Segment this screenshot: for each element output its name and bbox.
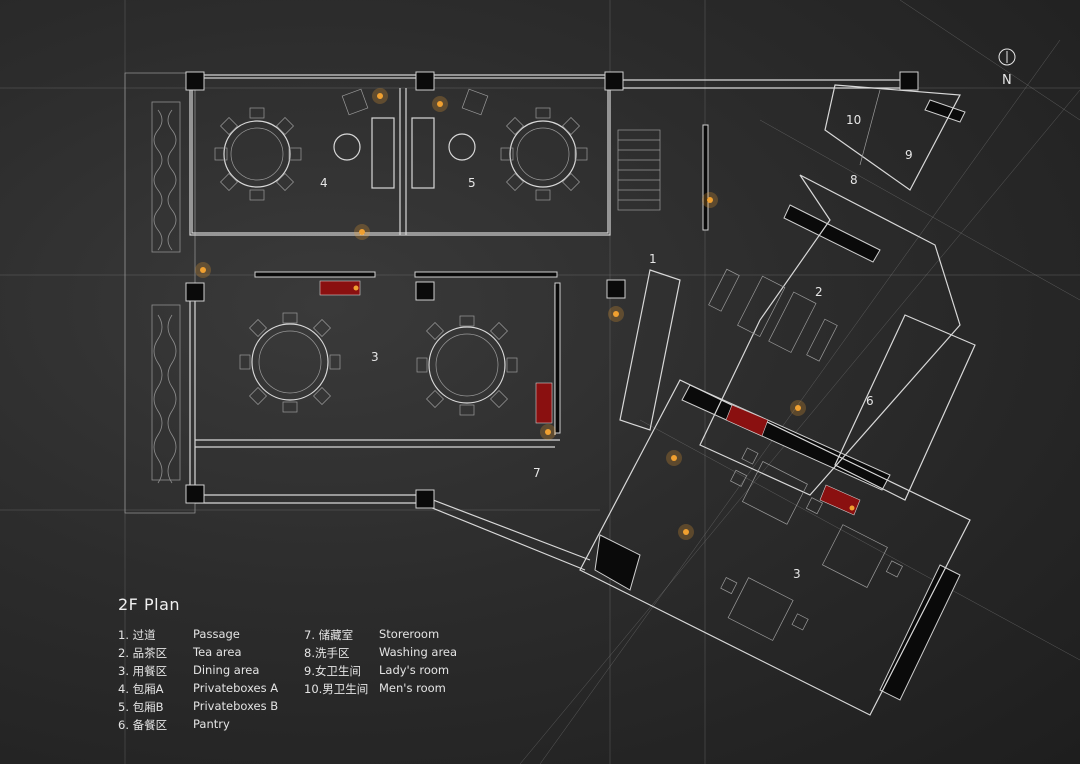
legend-item-cn: 4. 包厢A: [118, 682, 164, 696]
legend-item-en: Men's room: [379, 681, 446, 695]
room-number-3-main: 3: [371, 350, 379, 364]
room-number-7: 7: [533, 466, 541, 480]
staircase: [617, 129, 661, 211]
legend-item-cn: 1. 过道: [118, 628, 156, 642]
room-number-1: 1: [649, 252, 657, 266]
room-number-6: 6: [866, 394, 874, 408]
plan-title: 2F Plan: [118, 595, 181, 614]
dining-table-main-right: [416, 315, 518, 416]
room-number-2: 2: [815, 285, 823, 299]
tea-area-furniture: [708, 268, 838, 362]
dining-table-box-b: [411, 88, 588, 201]
legend-item-cn: 7. 储藏室: [304, 628, 354, 642]
legend-item-cn: 8.洗手区: [304, 646, 350, 660]
room-number-9: 9: [905, 148, 913, 162]
legend-item-cn: 2. 品茶区: [118, 646, 168, 660]
east-dining-furniture: [720, 447, 903, 641]
legend-item-en: Storeroom: [379, 627, 440, 641]
red-feature-panels: [319, 280, 861, 516]
legend-item-en: Pantry: [193, 717, 230, 731]
compass-icon: N: [998, 48, 1016, 88]
room-number-8: 8: [850, 173, 858, 187]
legend-item-en: Lady's room: [379, 663, 450, 677]
compass-label: N: [1002, 73, 1012, 88]
legend-item-cn: 3. 用餐区: [118, 664, 168, 678]
building-outline: [124, 72, 915, 571]
room-number-4: 4: [320, 176, 328, 190]
room-number-3-east: 3: [793, 567, 801, 581]
legend-item-en: Privateboxes A: [193, 681, 279, 695]
legend-item-en: Passage: [193, 627, 240, 641]
room-number-10: 10: [846, 113, 861, 127]
legend-item-cn: 5. 包厢B: [118, 700, 164, 714]
dining-table-box-a: [214, 88, 395, 201]
room-number-labels: 1 2 3 3 4 5 6 7 8 9 10: [320, 113, 913, 581]
legend-item-cn: 9.女卫生间: [304, 664, 361, 678]
dining-table-main-left: [239, 312, 341, 413]
legend-item-en: Washing area: [379, 645, 458, 659]
room-number-5: 5: [468, 176, 476, 190]
structural-walls: [185, 71, 966, 701]
legend-item-en: Dining area: [193, 663, 260, 677]
legend-item-cn: 6. 备餐区: [118, 718, 168, 732]
legend-item-en: Tea area: [193, 645, 242, 659]
east-wing-outline: [579, 84, 976, 716]
legend-item-en: Privateboxes B: [193, 699, 279, 713]
light-fixtures: [195, 88, 855, 540]
planting-strip: [151, 101, 181, 484]
legend-item-cn: 10.男卫生间: [304, 682, 369, 696]
